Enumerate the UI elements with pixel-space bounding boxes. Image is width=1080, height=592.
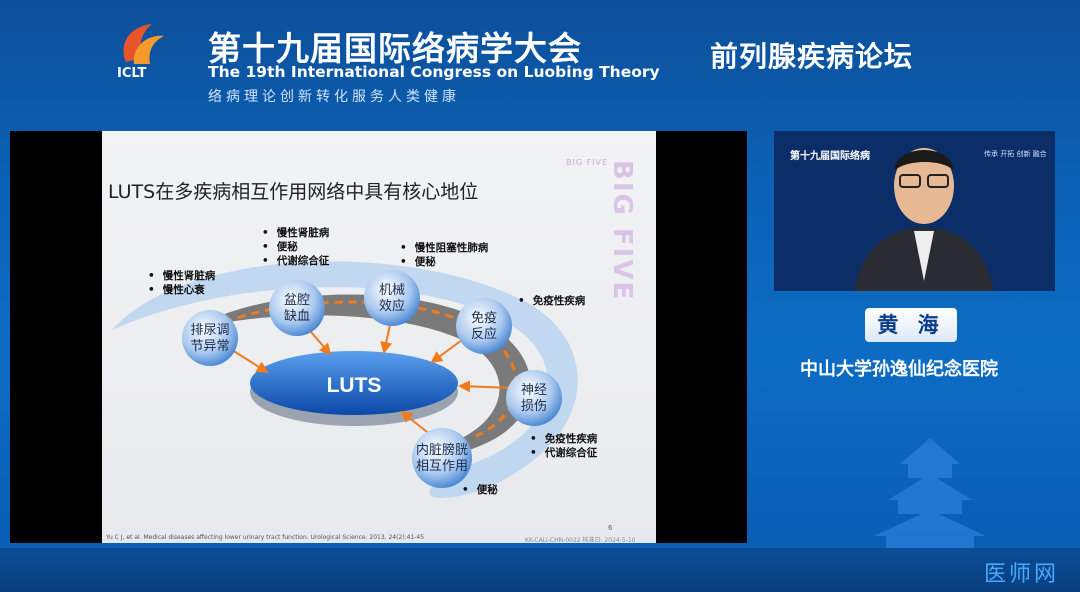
svg-text:机械: 机械 bbox=[379, 283, 405, 298]
node-nerve: 神经 损伤 bbox=[506, 370, 562, 426]
bigfive-small-label: BIG FIVE bbox=[566, 158, 609, 167]
logo-text: ICLT bbox=[117, 66, 147, 81]
bigfive-watermark: BIG FIVE bbox=[607, 160, 637, 302]
svg-text:神经: 神经 bbox=[521, 383, 547, 398]
note-left: 慢性肾脏病慢性心衰 bbox=[148, 269, 216, 297]
arrow-5 bbox=[458, 380, 513, 393]
svg-text:排尿调: 排尿调 bbox=[190, 323, 229, 338]
speaker-hospital: 中山大学孙逸仙纪念医院 bbox=[800, 359, 998, 380]
note-top-right: 慢性阻塞性肺病便秘 bbox=[400, 241, 489, 269]
speaker-video[interactable]: 第十九届国际络病 传承 开拓 创新 融合 bbox=[774, 131, 1055, 291]
svg-text:内脏膀胱: 内脏膀胱 bbox=[416, 442, 468, 458]
video-banner-right: 传承 开拓 创新 融合 bbox=[984, 150, 1047, 158]
node-mechanical: 机械 效应 bbox=[364, 270, 420, 326]
node-urination: 排尿调 节异常 bbox=[182, 310, 238, 366]
arrow-6 bbox=[400, 410, 433, 437]
svg-text:反应: 反应 bbox=[471, 326, 497, 342]
slide-citation: Yu C J, et al. Medical diseases affectin… bbox=[106, 534, 425, 541]
svg-text:损伤: 损伤 bbox=[521, 399, 547, 414]
site-watermark: 医师网 bbox=[984, 562, 1060, 587]
center-disc bbox=[250, 351, 458, 415]
speaker-name-badge: 黄 海 bbox=[865, 308, 957, 342]
slide-title: LUTS在多疾病相互作用网络中具有核心地位 bbox=[108, 181, 479, 203]
congress-title-en: The 19th International Congress on Luobi… bbox=[208, 63, 660, 81]
note-top: 慢性肾脏病便秘代谢综合征 bbox=[262, 226, 330, 268]
center-label: LUTS bbox=[327, 374, 382, 397]
bottom-bar bbox=[0, 548, 1080, 592]
arrow-4 bbox=[430, 339, 463, 364]
slide-footer-note: KK-CALI-CHN-0022 核准日: 2024-5-10 bbox=[525, 537, 636, 544]
congress-slogan: 络病理论创新转化服务人类健康 bbox=[208, 89, 460, 105]
node-pelvic-ischemia: 盆腔 缺血 bbox=[269, 280, 325, 336]
svg-text:盆腔: 盆腔 bbox=[284, 293, 310, 308]
node-immune: 免疫 反应 bbox=[456, 298, 512, 354]
note-lower-right: 免疫性疾病代谢综合征 bbox=[530, 432, 598, 460]
svg-text:缺血: 缺血 bbox=[284, 309, 310, 324]
node-visceral-bladder: 内脏膀胱 相互作用 bbox=[412, 428, 472, 488]
note-bottom: 便秘 bbox=[462, 483, 498, 497]
svg-text:免疫: 免疫 bbox=[471, 310, 497, 326]
forum-title: 前列腺疾病论坛 bbox=[710, 40, 914, 73]
congress-logo-icon bbox=[123, 24, 164, 64]
svg-text:效应: 效应 bbox=[379, 298, 405, 314]
note-right: 免疫性疾病 bbox=[518, 294, 586, 308]
svg-text:相互作用: 相互作用 bbox=[416, 459, 468, 474]
luts-network-diagram: LUTS 排尿调 节异常 盆腔 缺血 机械 效应 免疫 反应 神经 损伤 内脏膀… bbox=[112, 261, 578, 499]
congress-title-cn: 第十九届国际络病学大会 bbox=[208, 29, 582, 68]
arrow-1 bbox=[231, 349, 269, 374]
video-banner: 第十九届国际络病 bbox=[790, 151, 870, 162]
speaker-figure bbox=[854, 148, 994, 291]
svg-text:节异常: 节异常 bbox=[190, 339, 229, 354]
slide-page-number: 6 bbox=[608, 524, 613, 532]
